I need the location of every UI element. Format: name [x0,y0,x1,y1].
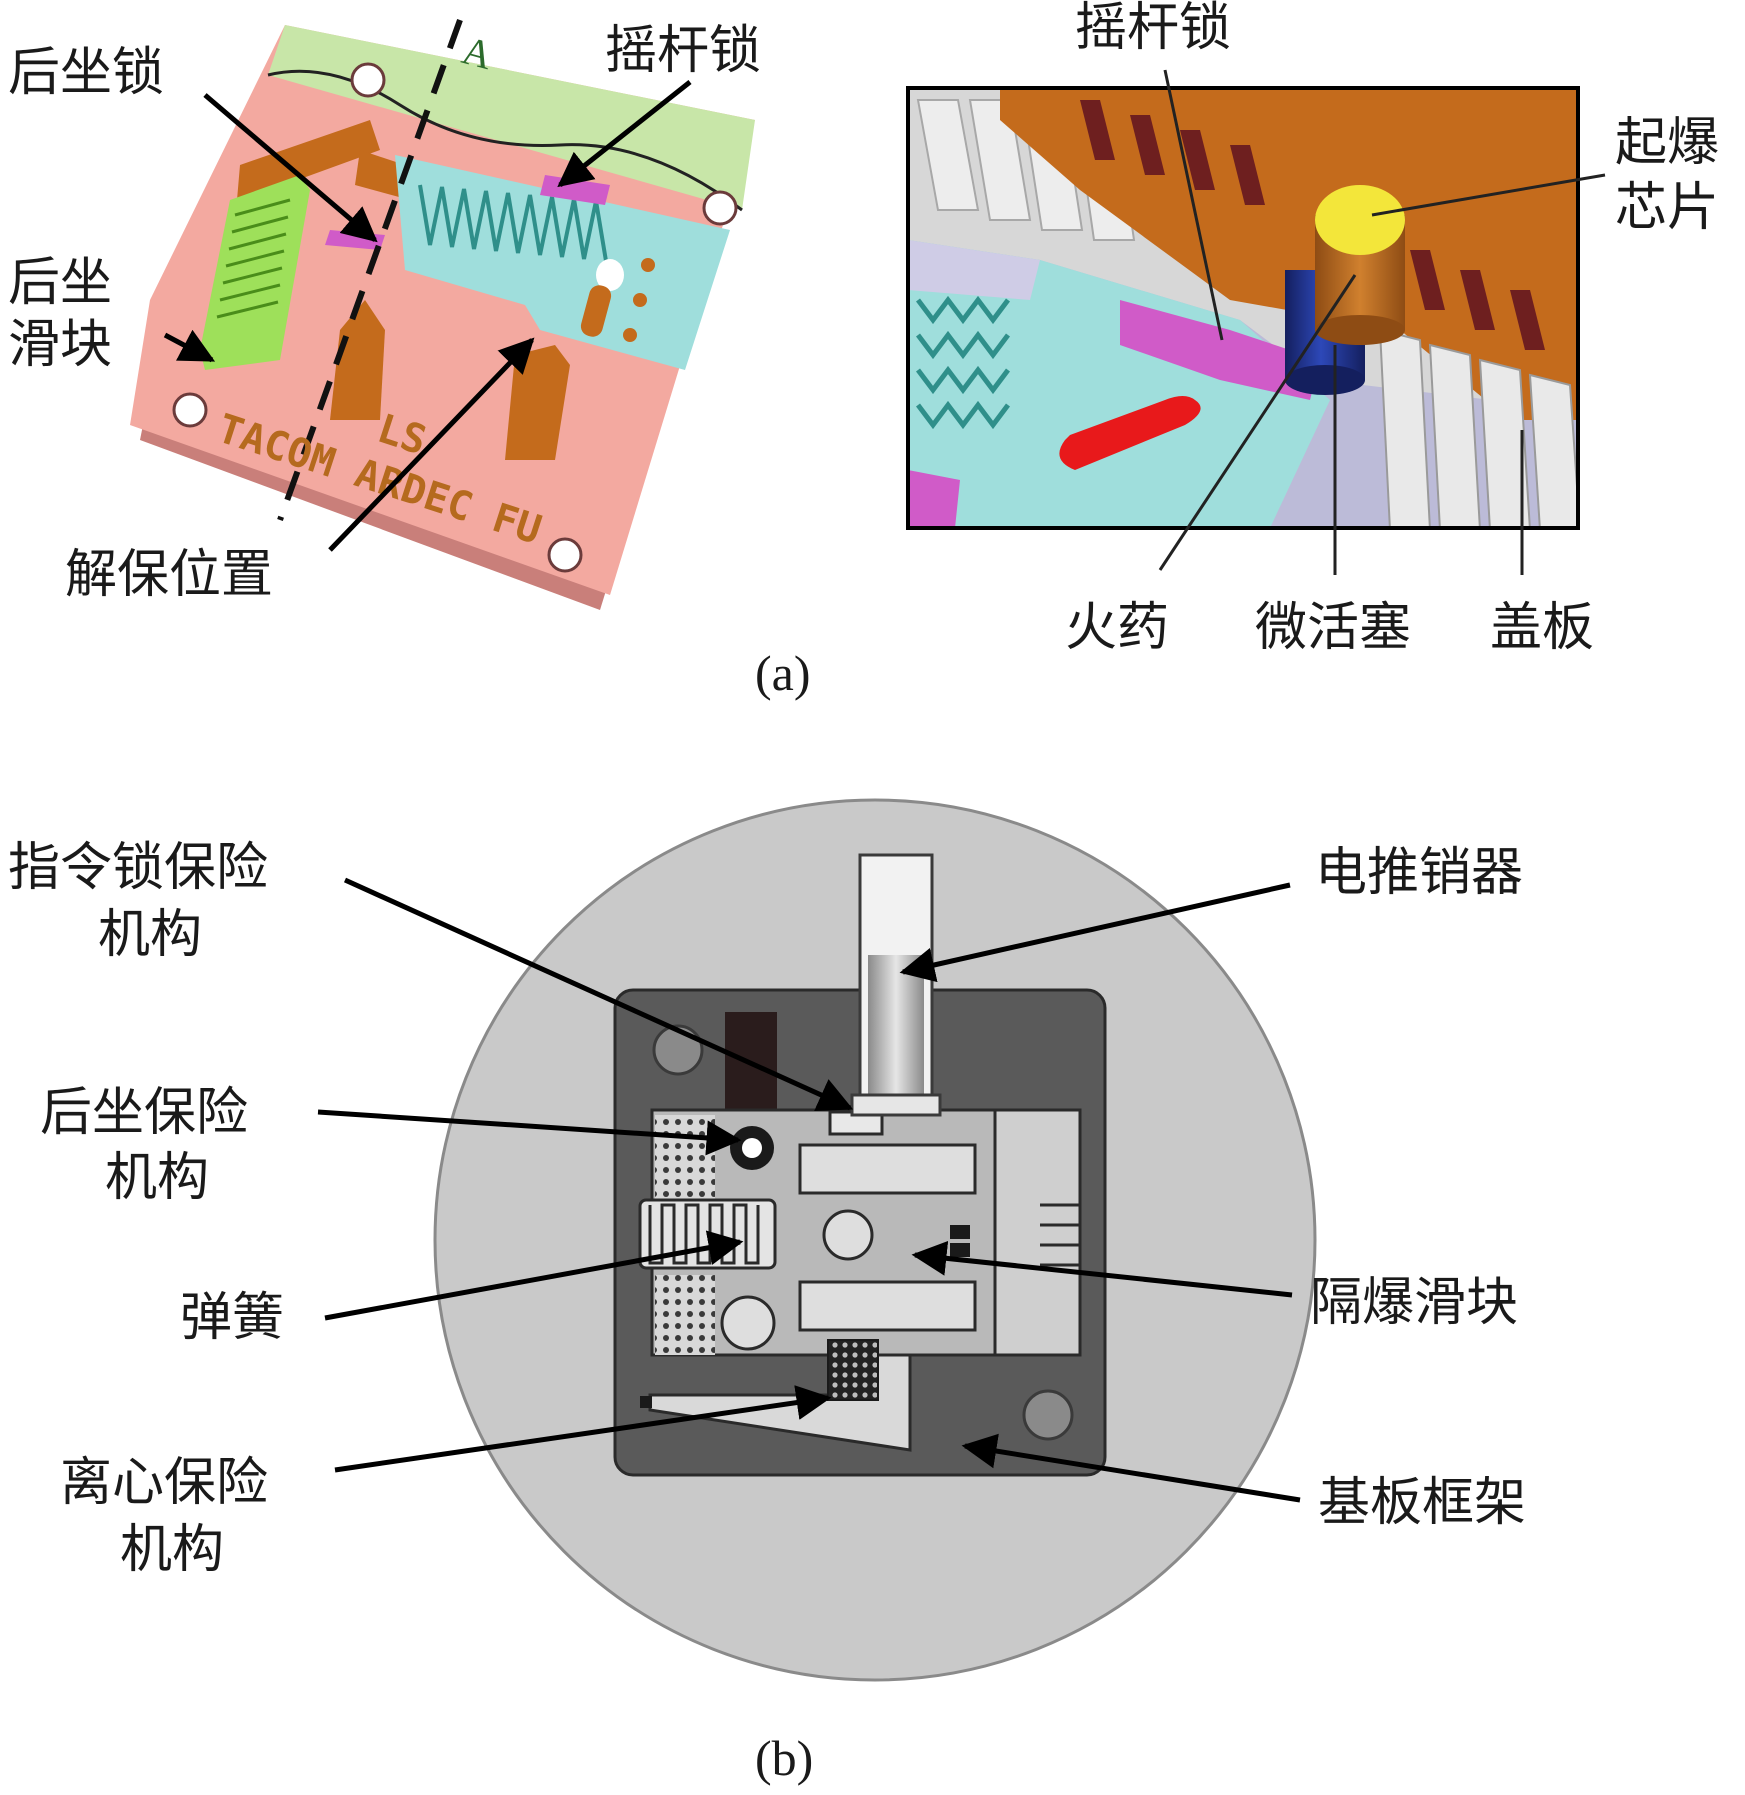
leader-barrier-slider [911,1240,1293,1298]
leader-setback-safety [317,1109,742,1156]
panel-a-right-detail [906,86,1580,530]
leader-spring [324,1230,744,1321]
label-command-lock-1: 指令锁保险 [8,838,268,898]
leader-pin-puller [899,882,1291,983]
mounting-hole [172,392,208,428]
label-cover-plate: 盖板 [1490,598,1594,658]
label-setback-slider-1: 后坐 [8,253,112,313]
label-armed-position: 解保位置 [65,545,273,605]
detail-slider [908,240,1330,528]
leader-rocker-lock-right [1163,69,1224,341]
section-line [277,18,463,522]
mounting-hole [702,190,738,226]
label-propellant: 火药 [1065,598,1169,658]
setback-slider [200,175,310,370]
leader-base-frame [961,1433,1301,1503]
mounting-hole [547,537,583,573]
leader-armed-position [328,337,535,552]
leader-rocker-lock-left [557,80,692,188]
label-setback-lock: 后坐锁 [8,43,164,103]
label-rocker-lock-left: 摇杆锁 [605,21,761,81]
label-spring: 弹簧 [180,1288,284,1348]
label-initiator-chip-1: 起爆 [1615,113,1719,173]
label-rocker-lock-right: 摇杆锁 [1075,0,1231,58]
label-centrifugal-1: 离心保险 [60,1453,268,1513]
label-centrifugal-2: 机构 [120,1520,224,1580]
label-setback-slider-2: 滑块 [8,315,112,375]
label-initiator-chip-2: 芯片 [1615,178,1719,238]
slider-spring [418,184,608,262]
mounting-hole [350,62,386,98]
label-micro-piston: 微活塞 [1255,598,1411,658]
detail-rocker-lock [1120,300,1320,400]
leader-centrifugal [334,1385,832,1473]
leader-setback-slider [163,329,216,363]
label-barrier-slider: 隔爆滑块 [1310,1273,1518,1333]
red-slot [1059,396,1201,470]
caption-a: (a) [755,645,811,701]
label-pin-puller: 电推销器 [1315,843,1523,903]
label-command-lock-2: 机构 [98,905,202,965]
initiator-chip [1315,185,1405,255]
leader-propellant [1158,274,1357,571]
green-cover-strip [268,25,755,210]
leader-command-lock [343,877,854,1111]
barrier-slider [395,155,730,370]
panel-b-device [433,798,1317,1682]
leader-initiator-chip [1371,173,1606,217]
label-setback-safety-1: 后坐保险 [40,1083,248,1143]
label-base-frame: 基板框架 [1318,1473,1526,1533]
caption-b: (b) [755,1730,813,1786]
label-setback-safety-2: 机构 [105,1148,209,1208]
leader-setback-lock [203,93,378,243]
